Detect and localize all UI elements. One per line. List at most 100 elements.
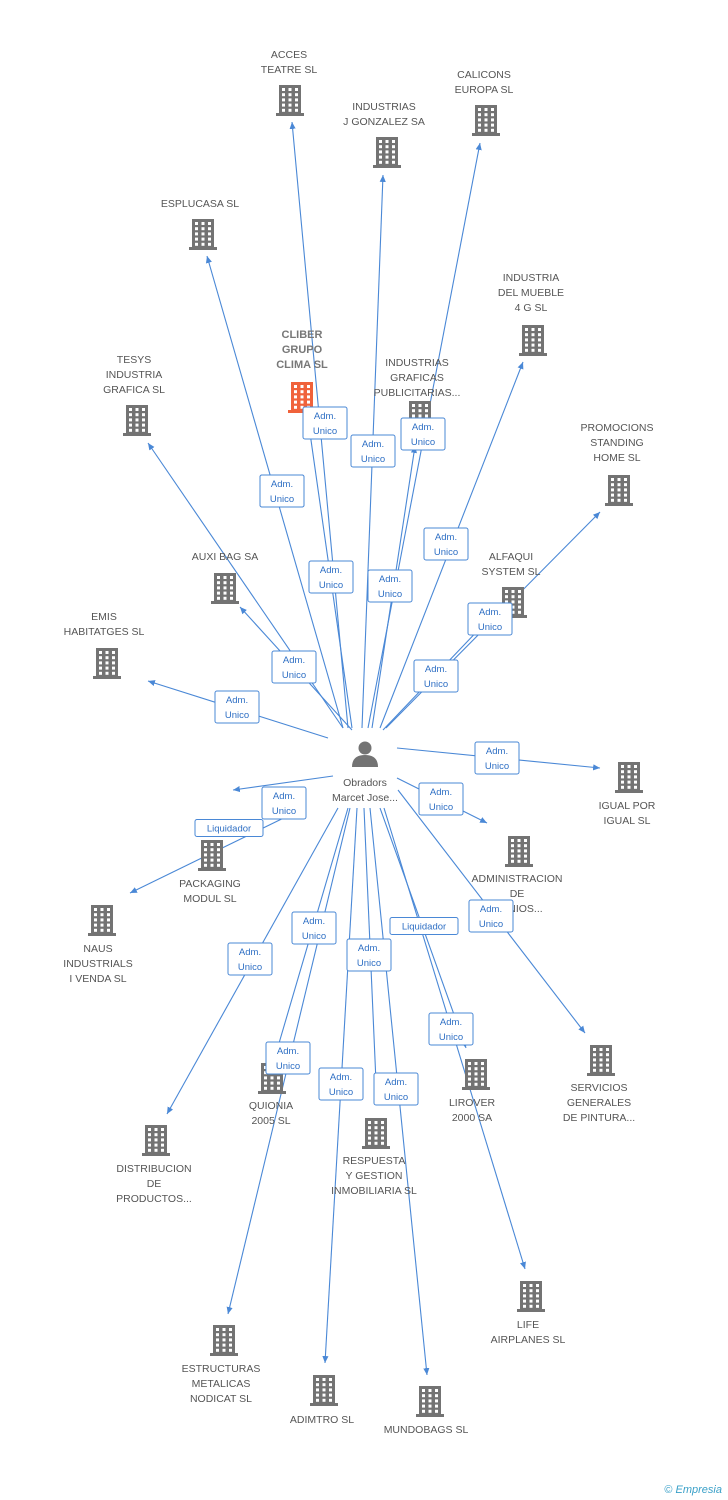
building-icon: [211, 573, 239, 604]
edge-label-distribucion[interactable]: Adm.Unico: [227, 942, 273, 976]
company-label: INDUSTRIAS: [352, 101, 416, 113]
edge-label-industria-mueble[interactable]: Adm.Unico: [423, 527, 469, 561]
company-label: TESYS: [117, 354, 151, 366]
edge-label-text: Adm.: [440, 1017, 462, 1028]
company-label: DISTRIBUCION: [116, 1163, 191, 1175]
edge-label-text: Adm.: [271, 479, 293, 490]
person-label: Marcet Jose...: [332, 792, 398, 804]
company-node-distribucion[interactable]: DISTRIBUCIONDEPRODUCTOS...: [116, 1125, 192, 1205]
edge-label-packaging[interactable]: Adm.Unico: [261, 786, 307, 820]
edge-label-text: Adm.: [480, 904, 502, 915]
edge-label-administracion[interactable]: Adm.Unico: [418, 782, 464, 816]
company-node-acces[interactable]: ACCES TEATRE SL: [261, 49, 318, 116]
company-label: 4 G SL: [515, 302, 548, 314]
company-label: Y GESTION: [346, 1170, 403, 1182]
company-label: AUXI BAG SA: [192, 551, 259, 563]
company-node-industria-mueble[interactable]: INDUSTRIA DEL MUEBLE 4 G SL: [498, 272, 564, 356]
company-label: MODUL SL: [183, 893, 236, 905]
edge-label-lirover[interactable]: Adm.Unico: [428, 1012, 474, 1046]
company-label: ADMINISTRACION: [471, 873, 562, 885]
company-label: INDUSTRIA: [503, 272, 560, 284]
company-label: ACCES: [271, 49, 307, 61]
edge-label-promociones[interactable]: Adm.Unico: [413, 659, 459, 693]
edge-label-text: Adm.: [277, 1046, 299, 1057]
company-label: 2000 SA: [452, 1112, 492, 1124]
building-icon: [189, 219, 217, 250]
company-label: SERVICIOS: [571, 1082, 628, 1094]
edge-label-text: Adm.: [330, 1072, 352, 1083]
edge-label-text: Unico: [485, 761, 509, 772]
edge-label-adimtro[interactable]: Adm.Unico: [318, 1067, 364, 1101]
edge-label-text: Unico: [361, 454, 385, 465]
edge-label-text: Unico: [378, 589, 402, 600]
building-icon: [276, 85, 304, 116]
edge-label-tesys[interactable]: Adm.Unico: [259, 474, 305, 508]
building-icon: [142, 1125, 170, 1156]
company-label: QUIONIA: [249, 1100, 293, 1112]
edge-label-industrias-jgonzalez[interactable]: Adm.Unico: [350, 434, 396, 468]
edge-labels-layer: Adm.UnicoAdm.UnicoAdm.UnicoAdm.UnicoAdm.…: [194, 406, 520, 1106]
edge-label-servicios[interactable]: Adm. Unico: [468, 899, 514, 933]
person-label: Obradors: [343, 777, 387, 789]
company-label: CLIMA SL: [276, 359, 328, 371]
building-icon: [587, 1045, 615, 1076]
edge-label-naus[interactable]: Liquidador: [194, 819, 264, 837]
company-label: EUROPA SL: [455, 84, 514, 96]
company-label: ALFAQUI: [489, 551, 533, 563]
building-icon: [362, 1118, 390, 1149]
edge-label-industrias-graficas[interactable]: Adm.Unico: [367, 569, 413, 603]
company-label: 2005 SL: [251, 1115, 290, 1127]
company-label: DE: [510, 888, 525, 900]
edge-label-respuesta[interactable]: Adm.Unico: [346, 938, 392, 972]
edge-label-text: Unico: [313, 426, 337, 437]
company-label: GRUPO: [282, 344, 323, 356]
company-node-lirover[interactable]: LIROVER 2000 SA: [449, 1059, 496, 1124]
edge-label-text: Unico: [478, 622, 502, 633]
edge-label-alfaqui[interactable]: Adm.Unico: [467, 602, 513, 636]
footer-brand[interactable]: © Empresia: [664, 1484, 722, 1496]
company-node-auxibag[interactable]: AUXI BAG SA: [192, 551, 259, 604]
edge-label-estructuras[interactable]: Adm.Unico: [291, 911, 337, 945]
edge-label-quionia[interactable]: Adm.Unico: [265, 1041, 311, 1075]
building-icon: [123, 405, 151, 436]
edge-label-life[interactable]: Liquidador: [389, 917, 459, 935]
company-node-adimtro[interactable]: ADIMTRO SL: [290, 1375, 354, 1426]
edge-label-mundobags[interactable]: Adm.Unico: [373, 1072, 419, 1106]
company-label: NAUS: [83, 943, 112, 955]
company-label: DEL MUEBLE: [498, 287, 564, 299]
edge-label-auxibag[interactable]: Adm.Unico: [271, 650, 317, 684]
company-node-mundobags[interactable]: MUNDOBAGS SL: [384, 1386, 469, 1436]
edge-label-calicons[interactable]: Adm.Unico: [400, 417, 446, 451]
edge-label-cliber[interactable]: Adm.Unico: [308, 560, 354, 594]
edge-label-text: Unico: [302, 931, 326, 942]
edge-label-igual[interactable]: Adm.Unico: [474, 741, 520, 775]
company-node-esplucasa[interactable]: ESPLUCASA SL: [161, 198, 239, 250]
edge-label-acces[interactable]: Adm.Unico: [302, 406, 348, 440]
company-label: PRODUCTOS...: [116, 1193, 192, 1205]
edge-label-text: Liquidador: [207, 824, 251, 835]
edge-label-emis[interactable]: Adm.Unico: [214, 690, 260, 724]
company-label: LIROVER: [449, 1097, 496, 1109]
company-label: IGUAL POR: [599, 800, 656, 812]
edge-label-text: Unico: [411, 437, 435, 448]
edge-label-text: Unico: [479, 919, 503, 930]
building-icon: [310, 1375, 338, 1406]
building-icon: [462, 1059, 490, 1090]
building-icon: [210, 1325, 238, 1356]
company-label: TEATRE SL: [261, 64, 318, 76]
